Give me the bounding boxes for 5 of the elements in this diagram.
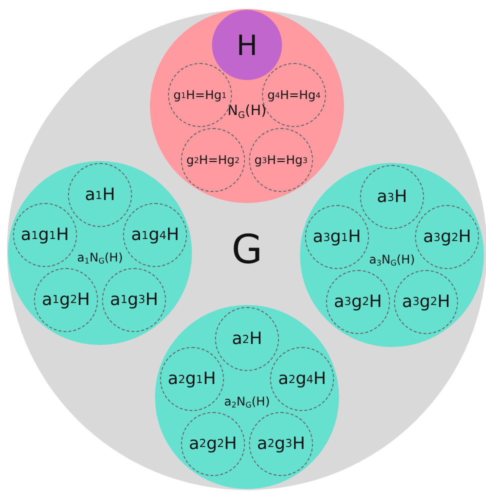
- set-label: a$_{3}$N$_{G}$(H): [369, 252, 415, 268]
- set-label: G: [232, 227, 262, 273]
- set-label: a$_{1}$N$_{G}$(H): [77, 250, 123, 266]
- subgroup-circle: H: [212, 10, 282, 80]
- set-label: a$_{2}$N$_{G}$(H): [224, 394, 270, 410]
